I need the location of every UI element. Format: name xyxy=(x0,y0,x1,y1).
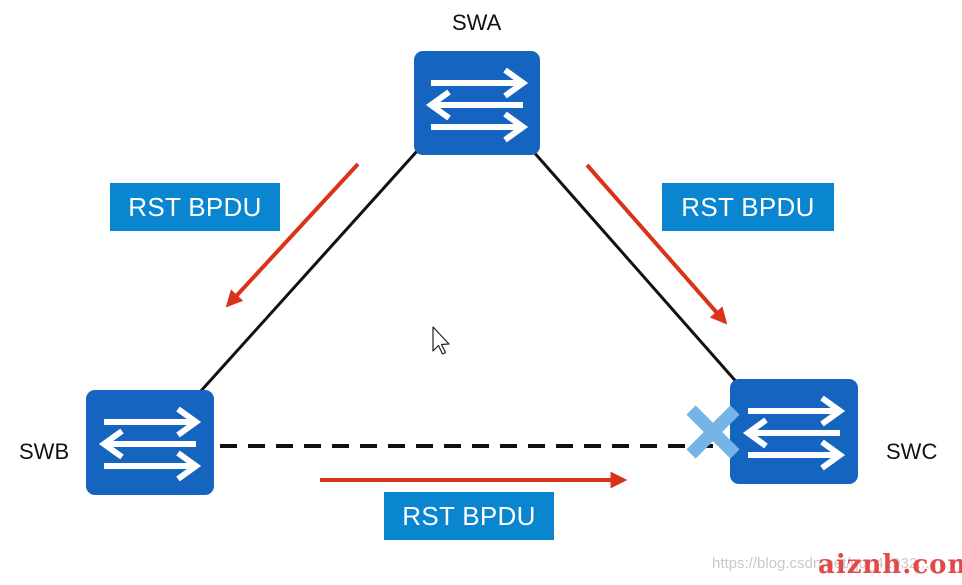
node-label-swb: SWB xyxy=(19,439,70,464)
switch-swc[interactable] xyxy=(730,379,858,484)
switch-arrows-icon xyxy=(104,409,196,479)
bpdu-badge-to-swc: RST BPDU xyxy=(662,183,834,231)
watermark-url: https://blog.csdn.net/qq_41932... xyxy=(712,555,930,572)
switch-swb[interactable] xyxy=(86,390,214,495)
link-swa-swc xyxy=(530,149,742,387)
bpdu-arrow-to-swc xyxy=(585,163,728,325)
link-swa-swb xyxy=(198,148,420,394)
node-label-swa: SWA xyxy=(452,10,502,35)
node-label-swc: SWC xyxy=(886,439,938,464)
blocked-x-icon xyxy=(686,405,740,459)
bpdu-badge-to-swb: RST BPDU xyxy=(110,183,280,231)
bpdu-arrow-to-swb xyxy=(225,162,360,308)
switch-arrows-icon xyxy=(748,398,840,468)
bpdu-badge-swb-to-swc: RST BPDU xyxy=(384,492,554,540)
watermark-brand: aiznh.com xyxy=(818,550,962,580)
switch-arrows-icon xyxy=(431,70,523,140)
switch-swa[interactable] xyxy=(414,51,540,155)
mouse-cursor-icon xyxy=(432,326,450,355)
